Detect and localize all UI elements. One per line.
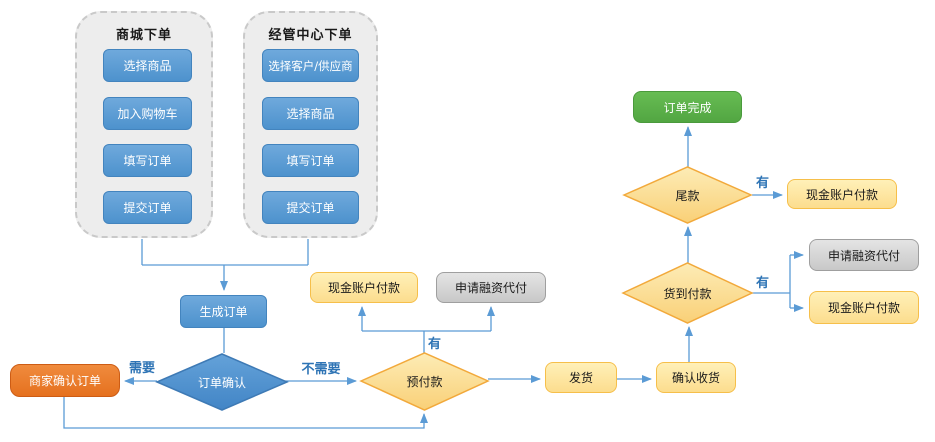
node-generate-order: 生成订单	[180, 295, 267, 328]
node-cod-diamond: 货到付款	[663, 286, 712, 301]
node-cash-payment-prepay: 现金账户付款	[310, 272, 418, 303]
edge-label-has-prepay: 有	[428, 337, 442, 352]
step-fill-order-2: 填写订单	[262, 144, 359, 177]
step-select-product-2: 选择商品	[262, 97, 359, 130]
node-financing-cod: 申请融资代付	[809, 239, 919, 271]
edge-label-no-need: 不需要	[301, 362, 341, 377]
node-prepayment-diamond: 预付款	[406, 375, 443, 389]
step-select-customer-supplier: 选择客户/供应商	[262, 49, 359, 82]
node-final-payment-diamond: 尾款	[675, 188, 700, 203]
step-add-to-cart: 加入购物车	[103, 97, 192, 130]
node-order-confirm-diamond: 订单确认	[197, 375, 246, 390]
group-center-order-title: 经管中心下单	[268, 28, 353, 43]
node-merchant-confirm-order: 商家确认订单	[10, 364, 120, 397]
step-fill-order: 填写订单	[103, 144, 192, 177]
node-order-complete: 订单完成	[633, 91, 742, 123]
node-financing-prepay: 申请融资代付	[436, 272, 546, 303]
edge-label-has-cod: 有	[756, 276, 770, 291]
step-select-product: 选择商品	[103, 49, 192, 82]
edge-label-has-final: 有	[756, 176, 770, 191]
node-cash-payment-final: 现金账户付款	[787, 179, 897, 209]
step-submit-order: 提交订单	[103, 191, 192, 224]
step-submit-order-2: 提交订单	[262, 191, 359, 224]
node-ship: 发货	[545, 362, 617, 393]
group-mall-order-title: 商城下单	[115, 28, 172, 43]
node-cash-payment-cod: 现金账户付款	[809, 291, 919, 324]
edge-label-need: 需要	[128, 361, 155, 376]
node-confirm-receipt: 确认收货	[656, 362, 736, 393]
